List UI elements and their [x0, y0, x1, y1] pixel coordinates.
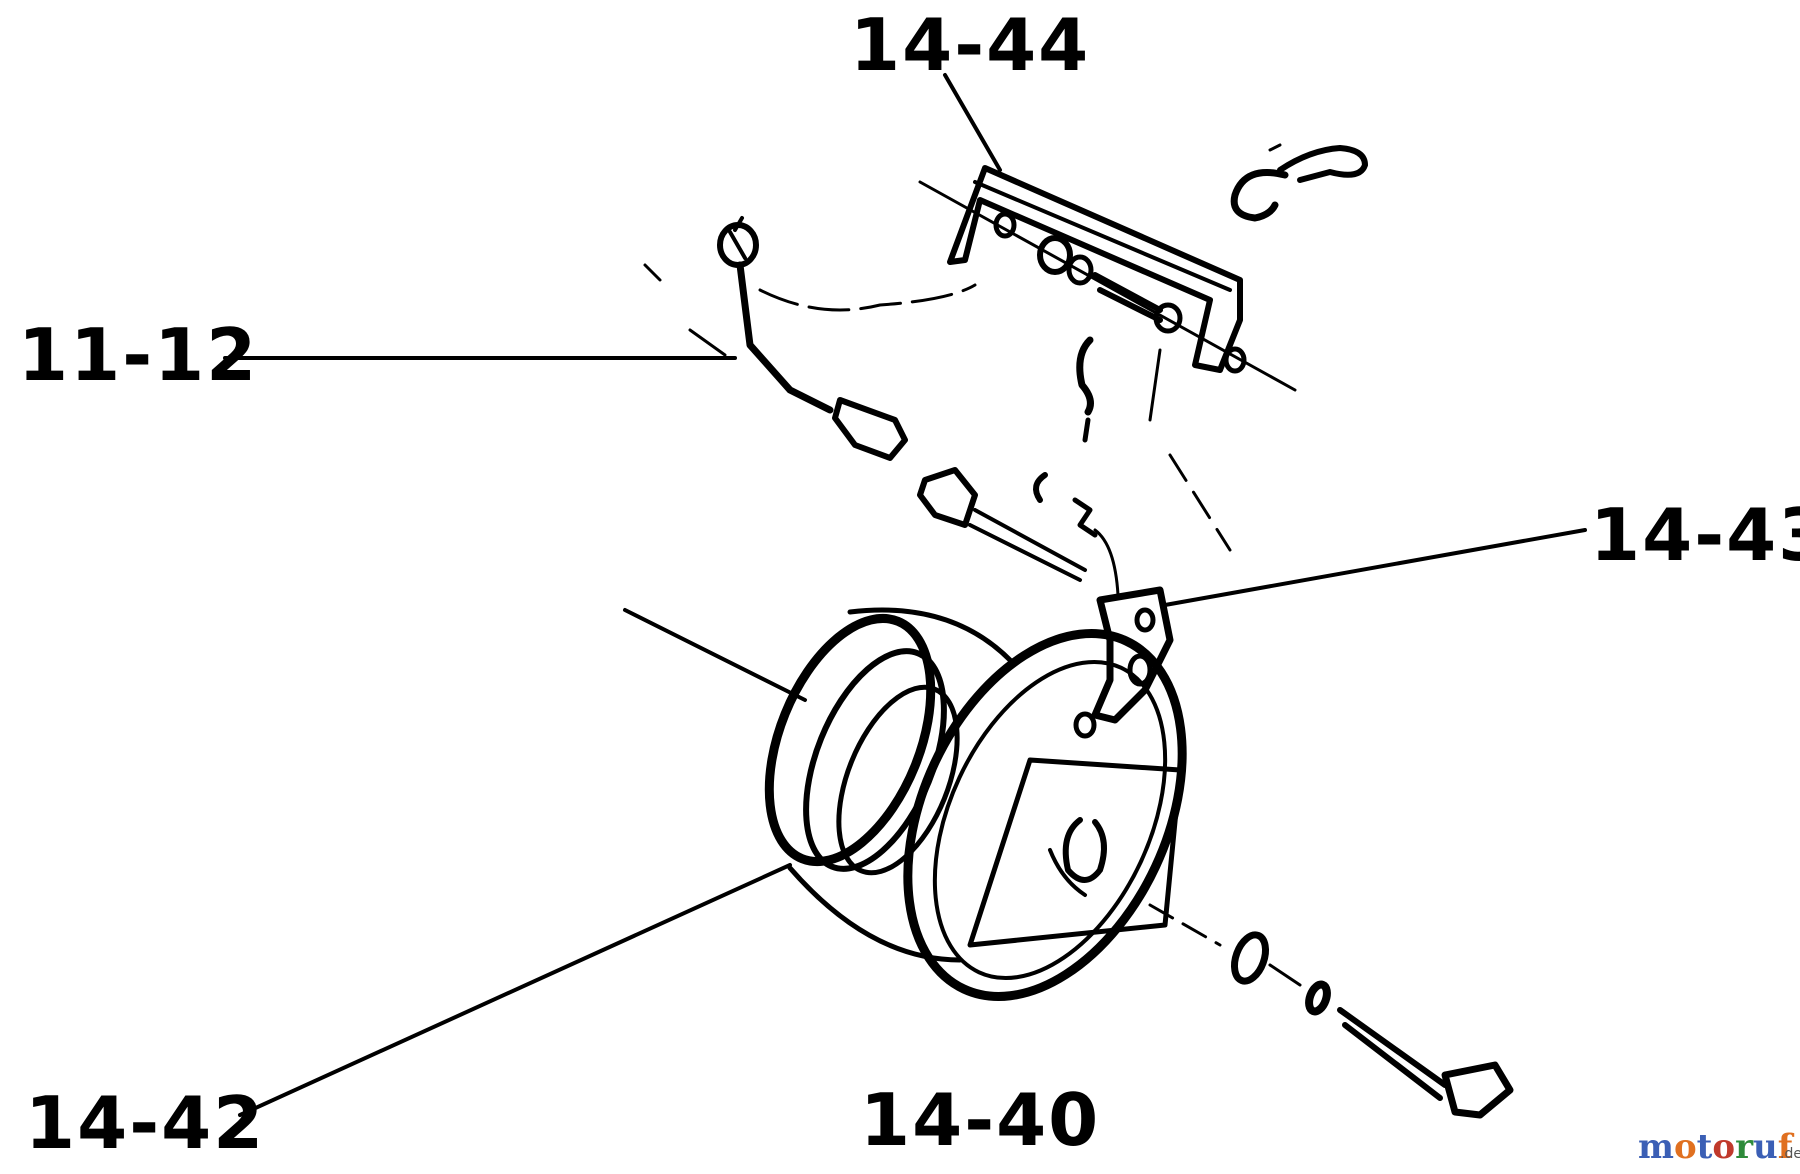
watermark-logo: motoruf .de — [1638, 1127, 1800, 1167]
leader-lines — [223, 73, 1587, 1117]
pulley-wheel-part — [764, 607, 1187, 1001]
connector-part — [917, 467, 1120, 597]
watermark-suffix: .de — [1780, 1146, 1800, 1162]
label-11-12: 11-12 — [18, 313, 258, 397]
leader-line-14-43 — [1163, 528, 1587, 607]
label-14-42: 14-42 — [25, 1081, 265, 1165]
watermark-letter: o — [1712, 1127, 1735, 1167]
pivot-arm-part — [1073, 586, 1174, 739]
label-14-43: 14-43 — [1590, 493, 1800, 577]
leader-line-14-44 — [943, 73, 1002, 172]
axle-line — [623, 608, 807, 702]
watermark-letter: t — [1697, 1127, 1713, 1167]
label-14-44: 14-44 — [850, 3, 1090, 87]
label-14-40: 14-40 — [860, 1078, 1100, 1162]
watermark-letter: m — [1638, 1127, 1674, 1167]
watermark-letter: r — [1735, 1127, 1754, 1167]
spring-clip-part — [1076, 336, 1232, 552]
part-labels: 14-44 11-12 14-43 14-42 14-40 — [18, 3, 1800, 1165]
watermark-letter: o — [1674, 1127, 1697, 1167]
watermark-letter: f — [1778, 1127, 1795, 1167]
clip-part — [1230, 143, 1368, 222]
watermark-text: motoruf — [1638, 1127, 1795, 1167]
watermark-letter: u — [1753, 1127, 1778, 1167]
bolt-assembly-part — [1148, 903, 1514, 1119]
rod-part-11-12 — [643, 216, 977, 461]
bracket-part — [918, 165, 1297, 392]
leader-line-14-42 — [238, 863, 792, 1117]
